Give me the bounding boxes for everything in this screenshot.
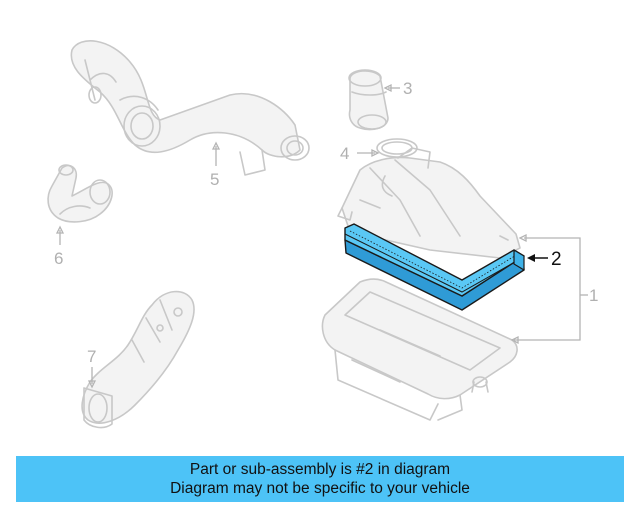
air-filter-part-2[interactable] (344, 223, 525, 311)
banner-line-1: Part or sub-assembly is #2 in diagram (189, 461, 451, 478)
filter-frame-edge (344, 233, 523, 293)
callout-2: 2 (551, 249, 562, 270)
housing-lower-tray (321, 278, 518, 421)
callout-4: 4 (340, 144, 349, 163)
elbow-part-6 (47, 164, 113, 223)
parts-diagram: 1 2 3 4 5 6 7 (47, 40, 598, 429)
callout-6: 6 (54, 249, 63, 268)
callout-5: 5 (210, 170, 219, 189)
callout-7: 7 (87, 347, 96, 366)
housing-upper-cover (337, 147, 521, 259)
callout-1: 1 (589, 286, 598, 305)
banner-line-2: Diagram may not be specific to your vehi… (170, 480, 470, 497)
intake-duct-part-5 (70, 40, 310, 176)
info-banner: Part or sub-assembly is #2 in diagram Di… (16, 456, 624, 502)
sensor-adapter-part-3 (348, 69, 389, 131)
leader-lines (55, 83, 588, 389)
filter-front-face (513, 249, 525, 271)
callout-3: 3 (403, 79, 412, 98)
filter-pleats (349, 230, 519, 289)
intake-tube-part-7 (81, 290, 195, 429)
